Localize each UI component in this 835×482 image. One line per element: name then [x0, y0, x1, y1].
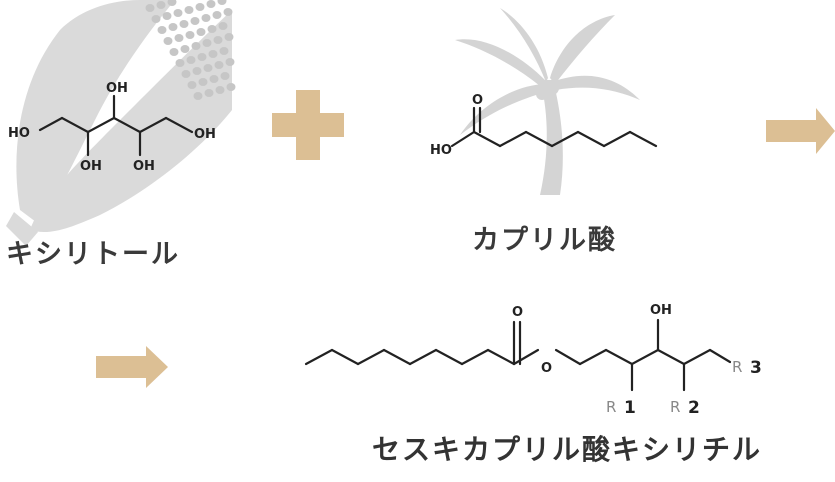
- corn-kernel: [214, 61, 224, 69]
- corn-kernel: [207, 25, 217, 33]
- corn-kernel: [156, 1, 166, 9]
- corn-kernels: [145, 0, 236, 100]
- corn-cob-icon: [6, 0, 236, 246]
- corn-kernel: [185, 31, 195, 39]
- corn-kernel: [169, 48, 179, 56]
- corn-kernel: [186, 56, 196, 64]
- caprylic-acid-structure: [450, 106, 658, 148]
- corn-kernel: [190, 17, 200, 25]
- corn-kernel: [224, 33, 234, 41]
- corn-kernel: [209, 75, 219, 83]
- corn-kernel: [145, 4, 155, 12]
- corn-kernel: [191, 42, 201, 50]
- r2-number: 2: [688, 398, 700, 418]
- product-o-carbonyl: O: [512, 305, 523, 320]
- corn-kernel: [208, 50, 218, 58]
- corn-kernel: [215, 86, 225, 94]
- corn-kernel: [212, 11, 222, 19]
- corn-kernel: [196, 28, 206, 36]
- plus-sign-icon: [272, 90, 344, 160]
- corn-kernel: [203, 64, 213, 72]
- r3-number: 3: [750, 358, 762, 378]
- caprylic-ho: HO: [430, 143, 452, 158]
- xylitol-oh-bottom2: OH: [133, 159, 155, 174]
- caprylic-acid-label: カプリル酸: [472, 225, 617, 256]
- right-arrow-icon: [96, 346, 168, 388]
- corn-kernel: [197, 53, 207, 61]
- product-o-ester: O: [541, 361, 552, 376]
- r1-letter: R: [606, 398, 616, 416]
- corn-kernel: [223, 8, 233, 16]
- corn-kernel: [167, 0, 177, 6]
- corn-kernel: [206, 0, 216, 8]
- corn-kernel: [181, 70, 191, 78]
- product-label: セスキカプリル酸キシリチル: [372, 433, 763, 466]
- caprylic-o-top: O: [472, 93, 483, 108]
- corn-kernel: [175, 59, 185, 67]
- corn-kernel: [184, 6, 194, 14]
- corn-kernel: [151, 15, 161, 23]
- r1-number: 1: [624, 398, 636, 418]
- corn-kernel: [187, 81, 197, 89]
- product-structure: [304, 318, 732, 392]
- corn-kernel: [217, 0, 227, 5]
- corn-kernel: [195, 3, 205, 11]
- corn-kernel: [157, 26, 167, 34]
- xylitol-structure: [38, 94, 194, 157]
- corn-kernel: [174, 34, 184, 42]
- corn-kernel: [226, 83, 236, 91]
- xylitol-oh-right: OH: [194, 127, 216, 142]
- corn-kernel: [213, 36, 223, 44]
- xylitol-label: キシリトール: [6, 239, 180, 270]
- corn-kernel: [218, 22, 228, 30]
- xylitol-ho-left: HO: [8, 126, 30, 141]
- corn-kernel: [168, 23, 178, 31]
- corn-kernel: [220, 72, 230, 80]
- corn-kernel: [193, 92, 203, 100]
- corn-kernel: [173, 9, 183, 17]
- r2-letter: R: [670, 398, 680, 416]
- corn-kernel: [192, 67, 202, 75]
- corn-kernel: [163, 37, 173, 45]
- right-arrow-icon: [766, 108, 835, 154]
- xylitol-oh-bottom1: OH: [80, 159, 102, 174]
- corn-kernel: [180, 45, 190, 53]
- r3-letter: R: [732, 358, 742, 376]
- corn-kernel: [201, 14, 211, 22]
- corn-kernel: [204, 89, 214, 97]
- corn-kernel: [202, 39, 212, 47]
- corn-kernel: [219, 47, 229, 55]
- palm-tree-icon: [455, 8, 640, 195]
- xylitol-oh-top: OH: [106, 81, 128, 96]
- corn-kernel: [162, 12, 172, 20]
- product-oh: OH: [650, 303, 672, 318]
- corn-kernel: [179, 20, 189, 28]
- corn-kernel: [198, 78, 208, 86]
- corn-kernel: [225, 58, 235, 66]
